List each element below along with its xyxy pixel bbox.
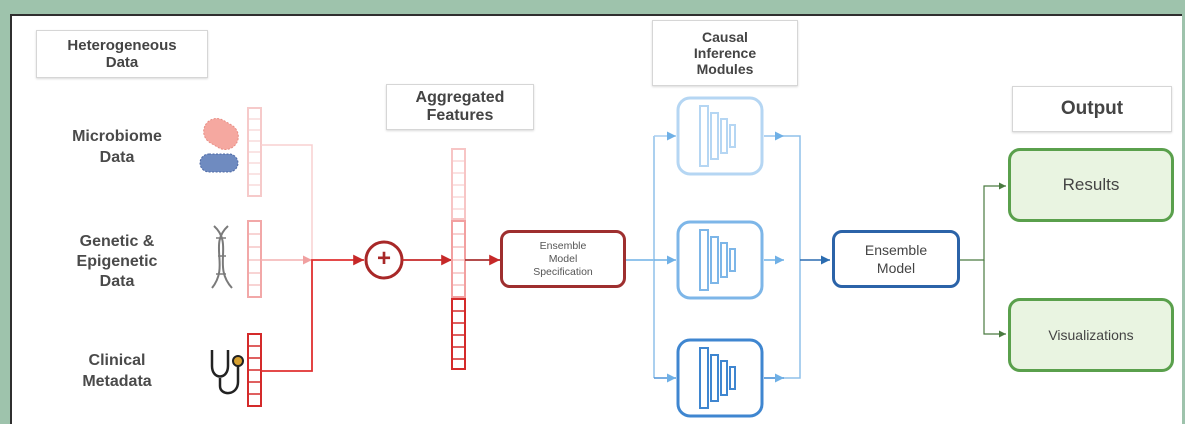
- clinical-metadata-label: Clinical Metadata: [82, 352, 152, 390]
- causal-module-2: [676, 220, 764, 300]
- aggregated-features-header: Aggregated Features: [386, 84, 534, 130]
- microbiome-feature-vector: [247, 107, 262, 197]
- sum-symbol: +: [376, 245, 391, 272]
- microbiome-data-label: Microbiome Data: [72, 128, 162, 166]
- clinical-feature-vector: [247, 333, 262, 407]
- output-header: Output: [1012, 86, 1172, 132]
- aggregated-feature-vector: [451, 148, 466, 370]
- microbiome-connector: [261, 144, 313, 260]
- causal-module-1: [676, 96, 764, 176]
- diagram-canvas: Heterogeneous Data Aggregated Features C…: [10, 14, 1182, 424]
- causal-module-3: [676, 338, 764, 418]
- connector-layer: [199, 96, 1006, 418]
- dna-icon: [211, 225, 233, 289]
- genetic-epigenetic-data-label: Genetic & Epigenetic Data: [76, 233, 158, 290]
- heterogeneous-data-header: Heterogeneous Data: [36, 30, 208, 78]
- ensemble-model-specification-node: Ensemble Model Specification: [500, 230, 626, 288]
- visualizations-output-node[interactable]: Visualizations: [1008, 298, 1174, 372]
- bacteria-icon: [199, 118, 239, 173]
- causal-inference-header: Causal Inference Modules: [652, 20, 798, 86]
- clinical-connector: [261, 254, 364, 372]
- ensemble-model-node: Ensemble Model: [832, 230, 960, 288]
- stethoscope-icon: [210, 350, 244, 395]
- genetic-feature-vector: [247, 220, 262, 298]
- results-output-node[interactable]: Results: [1008, 148, 1174, 222]
